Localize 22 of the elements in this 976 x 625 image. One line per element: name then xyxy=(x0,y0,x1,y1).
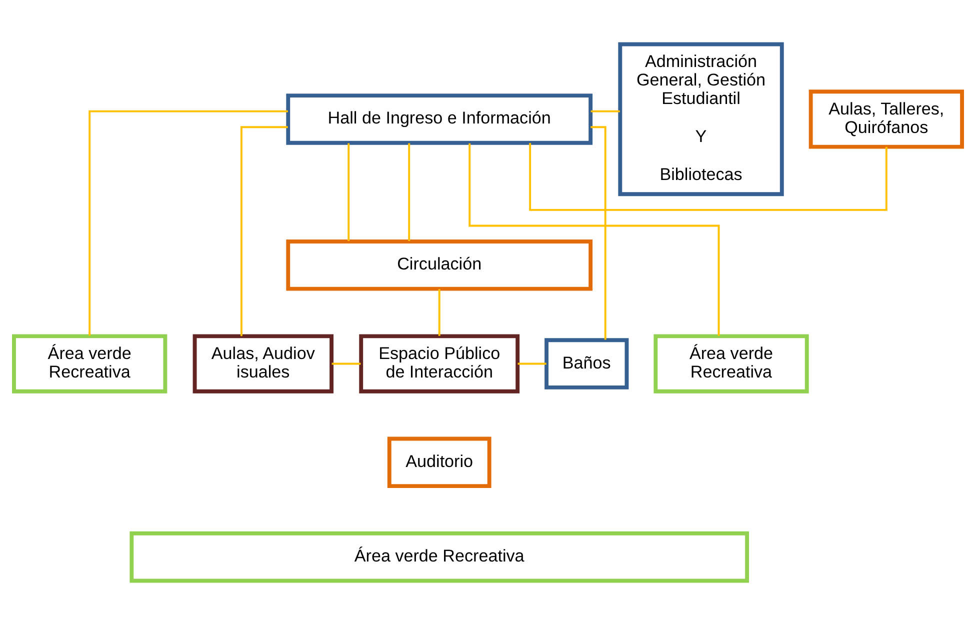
node-box: Aulas, Audiov isuales xyxy=(192,334,334,394)
connector xyxy=(88,110,288,336)
node-box: Baños xyxy=(544,338,629,390)
node-box: Área verde Recreativa xyxy=(12,334,168,394)
node-box: Hall de Ingreso e Información xyxy=(286,94,593,145)
node-box: Área verde Recreativa xyxy=(654,334,809,394)
connector xyxy=(518,362,546,365)
node-box: Espacio Público de Interacción xyxy=(359,334,520,394)
node-box: Auditorio xyxy=(387,436,492,488)
connector xyxy=(408,143,410,242)
node-box: Administración General, Gestión Estudiantil Y Bibliotecas xyxy=(618,42,784,196)
node-box: Área verde Recreativa xyxy=(130,531,749,583)
node-box: Aulas, Talleres, Quirófanos xyxy=(808,90,964,149)
connector xyxy=(590,126,606,340)
connector xyxy=(468,143,720,336)
connector xyxy=(438,289,440,336)
connector xyxy=(240,126,288,336)
connector xyxy=(529,143,888,211)
node-box: Circulación xyxy=(286,240,593,291)
connector xyxy=(332,362,361,365)
connector xyxy=(590,110,620,112)
connector xyxy=(348,143,350,242)
